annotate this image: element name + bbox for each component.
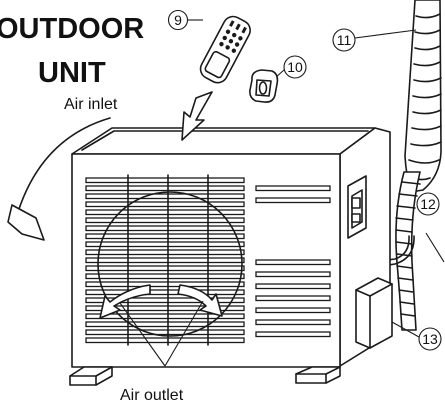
side-vent-slat [255, 283, 331, 290]
side-vent-slat [255, 319, 331, 326]
side-vent-slat [255, 185, 331, 192]
callout-11: 11 [332, 28, 417, 52]
callout-10: 10 [274, 55, 307, 79]
title-line-2: UNIT [38, 57, 106, 89]
side-vents [255, 185, 331, 338]
piping-cover-tube-icon [404, 0, 442, 193]
grille-slat [85, 249, 245, 256]
grille-slat [85, 281, 245, 288]
side-vent-slat [255, 271, 331, 278]
callout-10-number: 10 [287, 59, 303, 75]
title-line-1: OUTDOOR [0, 13, 144, 45]
grille-slat [85, 297, 245, 304]
callout-11-number: 11 [337, 32, 352, 48]
remote-controller-icon [199, 15, 251, 84]
grille-slat [85, 225, 245, 232]
grille-slat [85, 185, 245, 192]
drain-hose-icon [395, 171, 421, 331]
valve-cover-icon [355, 277, 393, 349]
grille-slat [85, 329, 245, 336]
callout-12: 12 [416, 192, 445, 263]
grille-slat [85, 177, 245, 184]
air-outlet-arrow-right [177, 284, 223, 317]
air-inlet-label: Air inlet [64, 96, 118, 113]
side-vent-slat [255, 331, 331, 338]
unit-top-panel [71, 127, 376, 155]
grille-slat [85, 209, 245, 216]
grille-slat [85, 305, 245, 312]
air-outlet-pointer-lines [119, 300, 204, 367]
grille-slat [85, 265, 245, 272]
side-vent-slat [255, 259, 331, 266]
mounting-feet [69, 366, 341, 386]
grille-slat [85, 257, 245, 264]
grille-slat [85, 289, 245, 296]
grille-slat [85, 217, 245, 224]
grille-slat [85, 241, 245, 248]
callout-9: 9 [167, 9, 203, 31]
grille-slat [85, 321, 245, 328]
air-outlet-arrow-left [99, 284, 151, 319]
callout-13: 13 [391, 321, 442, 351]
service-panel [347, 175, 367, 239]
callout-12-number: 12 [420, 196, 436, 212]
fan-grille [85, 174, 245, 346]
grille-slat [85, 233, 245, 240]
grille-slat [85, 273, 245, 280]
grille-slat [85, 313, 245, 320]
grille-slat [85, 201, 245, 208]
callout-9-number: 9 [174, 12, 182, 28]
grille-slat [85, 193, 245, 200]
callout-13-number: 13 [422, 331, 438, 347]
air-outlet-label: Air outlet [120, 387, 184, 404]
side-vent-slat [255, 307, 331, 314]
side-vent-slat [255, 197, 331, 204]
remote-holder-icon [249, 69, 279, 103]
side-vent-slat [255, 295, 331, 302]
grille-slat [85, 337, 245, 344]
air-inlet-arrow-top [181, 91, 213, 141]
air-inlet-arrow-left [7, 117, 111, 241]
